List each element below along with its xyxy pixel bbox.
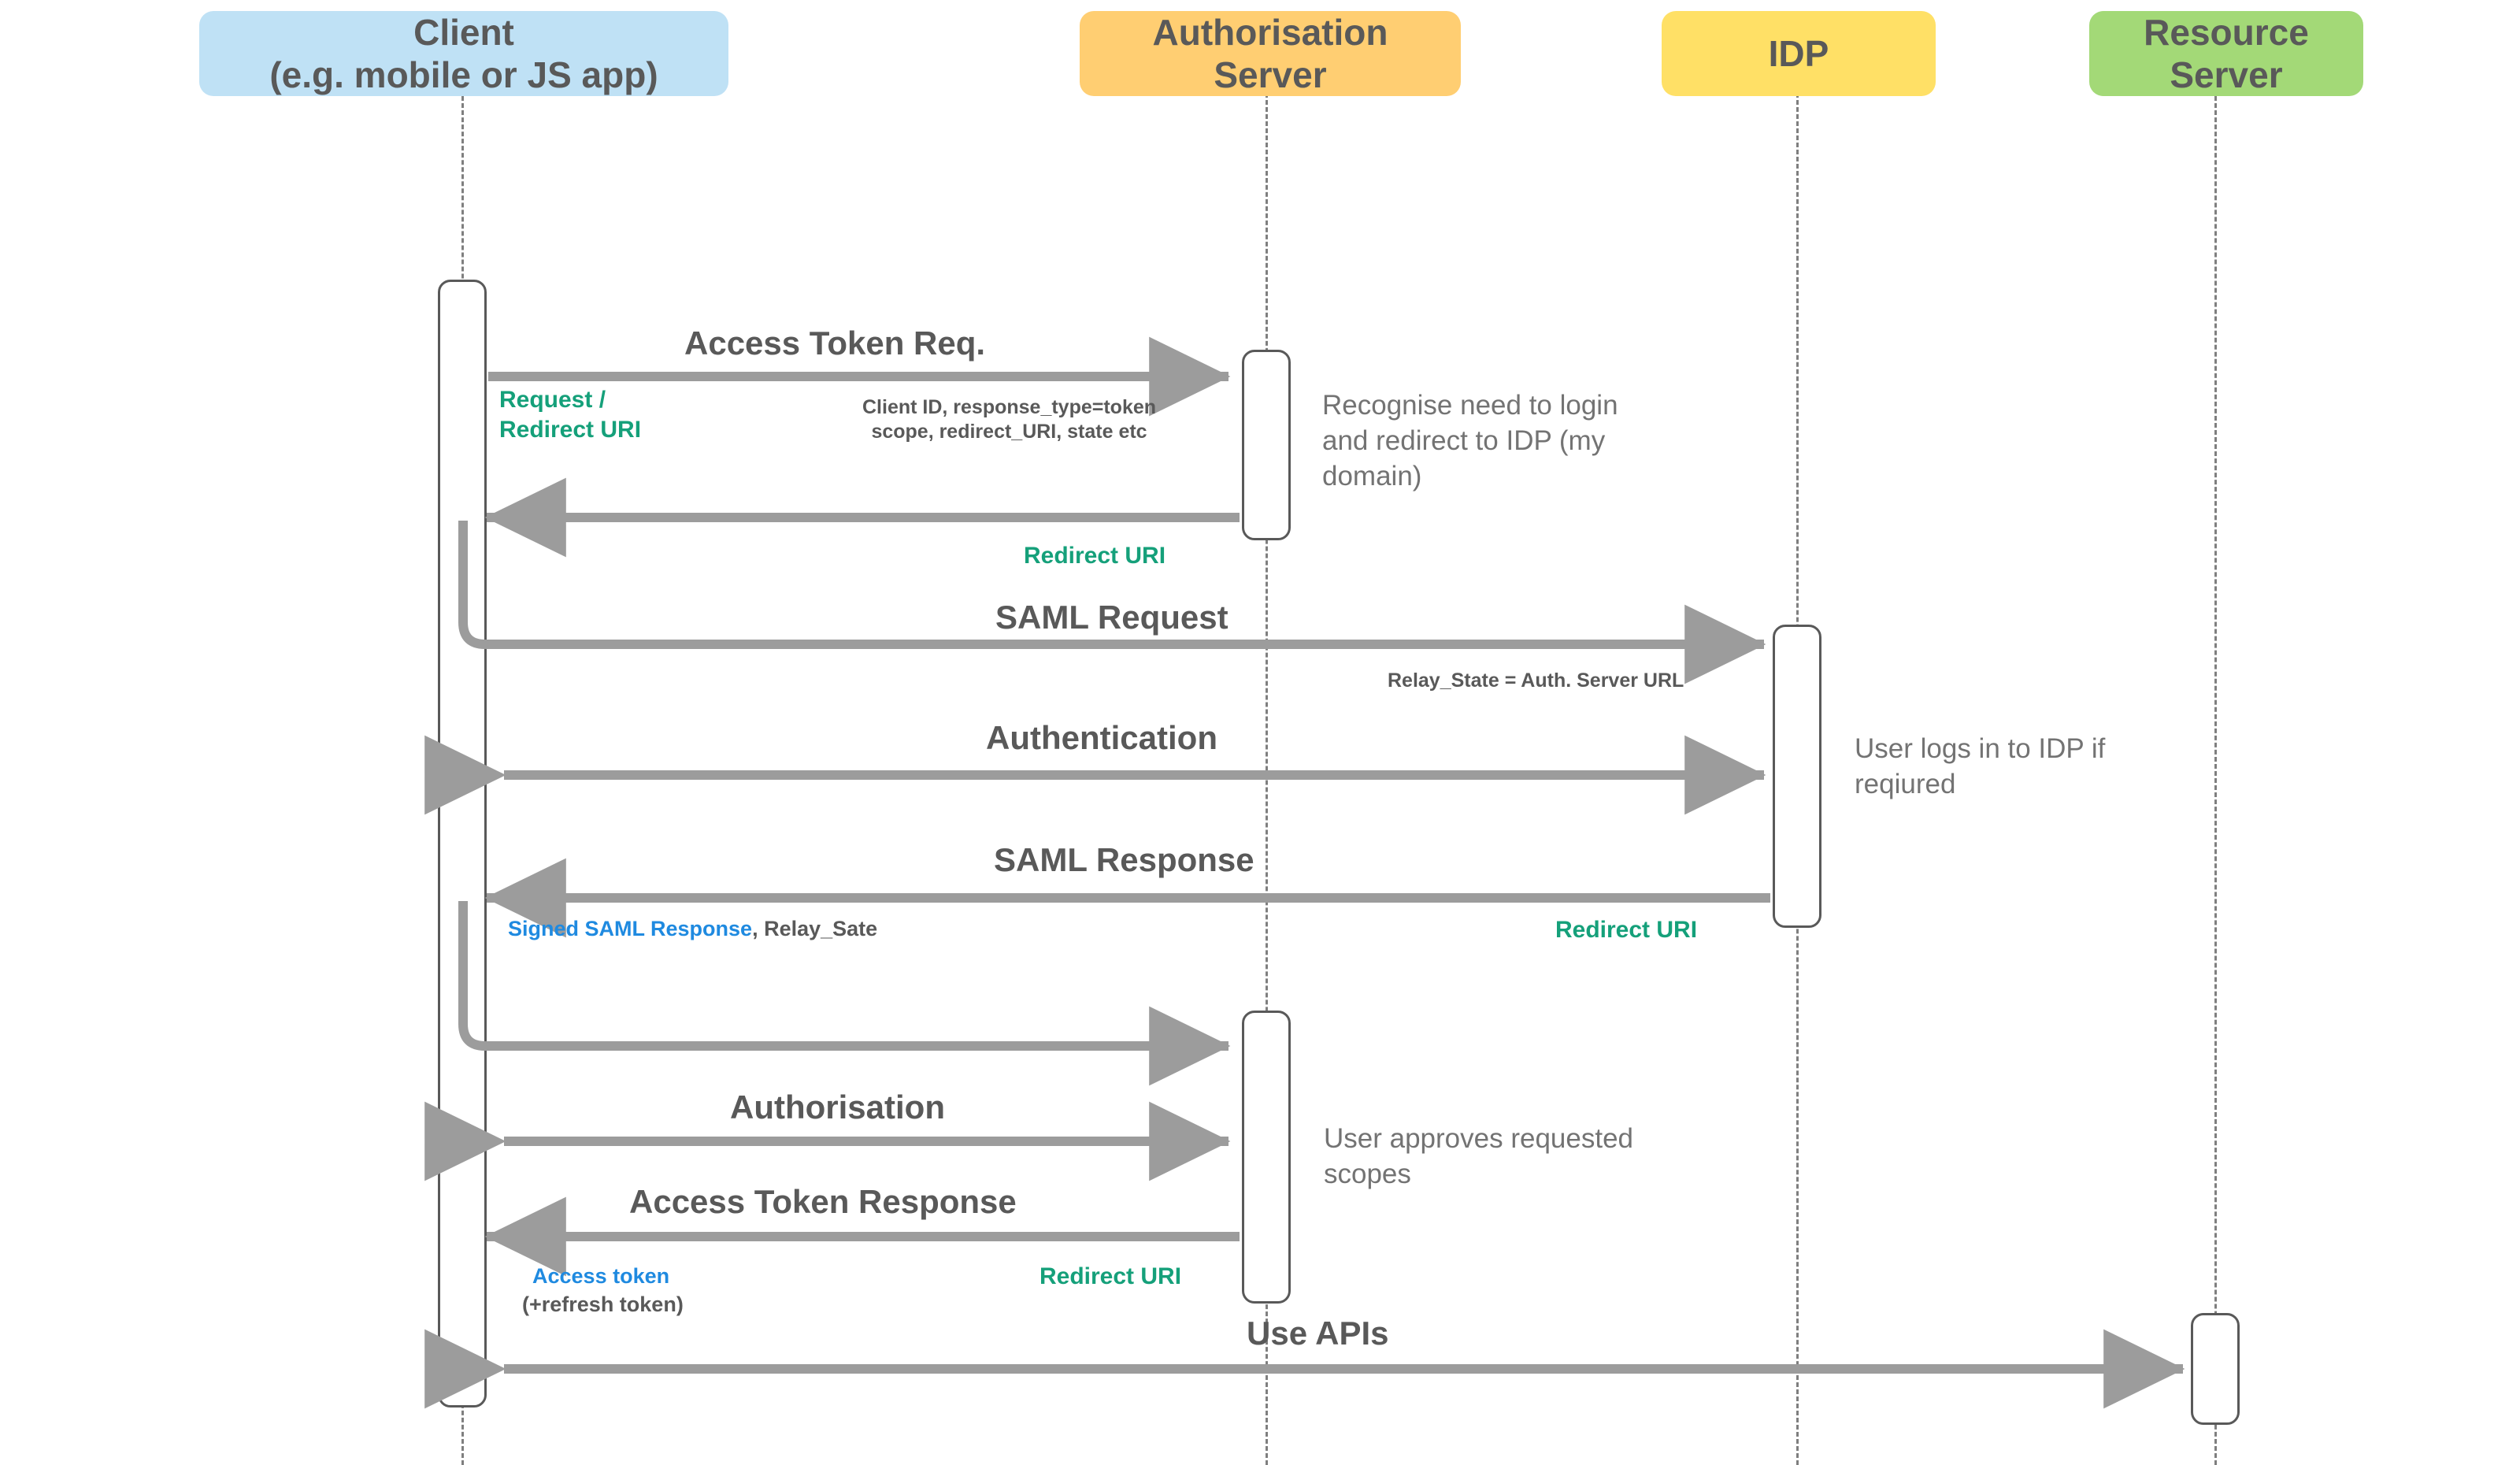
message-label-authorisation: Authorisation bbox=[730, 1089, 945, 1126]
annotation-relay-state: Relay_State = Auth. Server URL bbox=[1388, 669, 1684, 692]
activation-auth-server-2 bbox=[1242, 1011, 1291, 1304]
activation-auth-server-1 bbox=[1242, 350, 1291, 540]
message-label-authentication: Authentication bbox=[986, 719, 1217, 756]
annotation-redirect-uri-2: Redirect URI bbox=[1555, 917, 1698, 943]
participant-client[interactable]: Client (e.g. mobile or JS app) bbox=[199, 11, 728, 96]
activation-idp bbox=[1773, 625, 1821, 928]
annotation-signed-saml-response-blue: Signed SAML Response bbox=[508, 917, 753, 940]
participant-idp[interactable]: IDP bbox=[1662, 11, 1936, 96]
participant-auth-server[interactable]: Authorisation Server bbox=[1080, 11, 1461, 96]
message-label-access-token-response: Access Token Response bbox=[629, 1183, 1017, 1220]
participant-auth-server-label: Authorisation Server bbox=[1152, 11, 1388, 95]
note-user-approves-scopes: User approves requested scopes bbox=[1324, 1123, 1633, 1189]
activation-client bbox=[438, 280, 487, 1408]
message-label-saml-request: SAML Request bbox=[995, 599, 1228, 636]
annotation-signed-saml-response: Signed SAML Response, Relay_Sate bbox=[508, 917, 877, 941]
message-label-access-token-req: Access Token Req. bbox=[684, 325, 986, 362]
participant-resource-server[interactable]: Resource Server bbox=[2089, 11, 2363, 96]
note-user-logs-in: User logs in to IDP if reqiured bbox=[1855, 733, 2106, 799]
annotation-redirect-uri-3: Redirect URI bbox=[1040, 1263, 1182, 1289]
note-recognise-login: Recognise need to login and redirect to … bbox=[1322, 390, 1618, 491]
annotation-access-token: Access token bbox=[532, 1264, 670, 1288]
message-label-use-apis: Use APIs bbox=[1247, 1315, 1389, 1352]
participant-client-label: Client (e.g. mobile or JS app) bbox=[269, 11, 658, 95]
annotation-request-redirect-uri: Request / Redirect URI bbox=[499, 387, 642, 443]
annotation-relay-sate-grey: , Relay_Sate bbox=[752, 917, 878, 940]
annotation-redirect-uri-1: Redirect URI bbox=[1024, 543, 1166, 569]
activation-resource-server bbox=[2191, 1313, 2240, 1425]
annotation-access-token-req-params: Client ID, response_type=token scope, re… bbox=[862, 396, 1157, 443]
annotation-refresh-token: (+refresh token) bbox=[522, 1293, 684, 1316]
participant-resource-server-label: Resource Server bbox=[2144, 11, 2309, 95]
participant-idp-label: IDP bbox=[1768, 32, 1829, 74]
lifeline-resource-server bbox=[2214, 96, 2217, 1465]
message-label-saml-response: SAML Response bbox=[994, 841, 1254, 878]
